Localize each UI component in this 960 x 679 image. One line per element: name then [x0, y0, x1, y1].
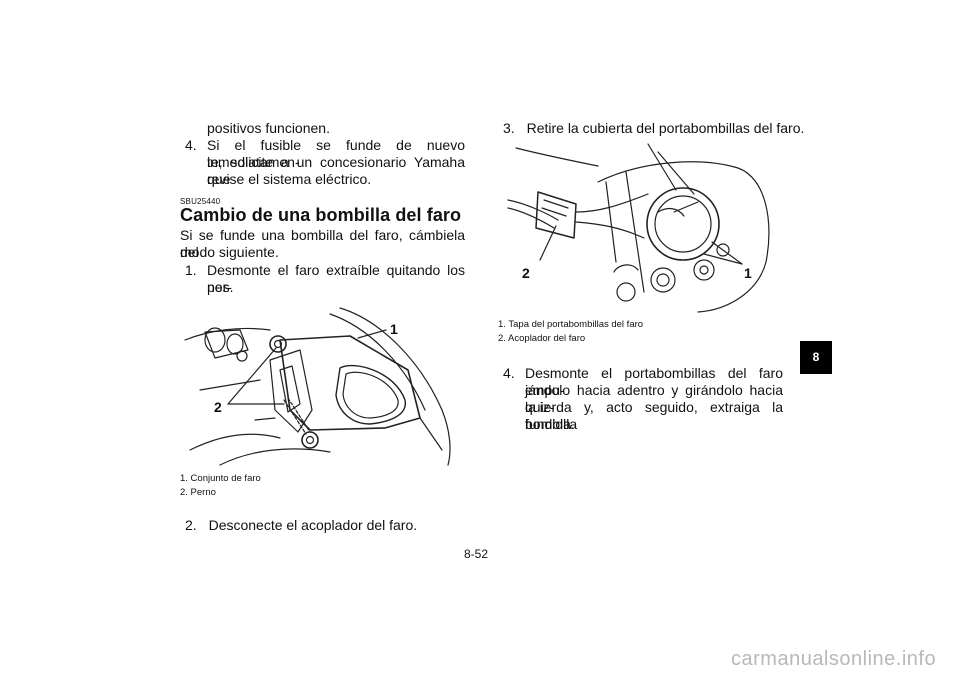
step-3: 3. Retire la cubierta del portabombillas…	[503, 120, 804, 137]
intro-line: modo siguiente.	[180, 244, 279, 260]
step-text-line: jándolo hacia adentro y girándolo hacia …	[525, 382, 783, 415]
figure-1-caption-line-1: 1. Conjunto de faro	[180, 473, 261, 484]
step-text: Desconecte el acoplador del faro.	[208, 517, 418, 533]
callout-2: 2	[214, 399, 222, 415]
figure-2-caption-line-1: 1. Tapa del portabombillas del faro	[498, 319, 644, 330]
step-number: 1.	[185, 262, 197, 278]
figure-2-caption-line-2: 2. Acoplador del faro	[498, 333, 586, 344]
step-text-line: te, solicite a un concesionario Yamaha q…	[207, 154, 465, 187]
step-number: 3.	[503, 120, 515, 136]
continuation-text: positivos funcionen.	[207, 120, 330, 136]
callout-1: 1	[390, 321, 398, 337]
step-text-line: revise el sistema eléctrico.	[207, 171, 372, 187]
step-number: 4.	[185, 137, 197, 153]
callout-2: 2	[522, 265, 530, 281]
headlight-assembly-illustration: 1 2	[184, 307, 451, 466]
step-number: 4.	[503, 365, 515, 381]
figure-1-caption-line-2: 2. Perno	[180, 487, 216, 498]
step-4-right: 4. Desmonte el portabombillas del faro e…	[503, 365, 783, 437]
step-text-line: Desmonte el faro extraíble quitando los …	[207, 262, 465, 295]
callout-1: 1	[744, 265, 752, 281]
section-code: SBU25440	[180, 197, 221, 206]
step-2: 2. Desconecte el acoplador del faro.	[185, 517, 417, 534]
page-number: 8-52	[464, 547, 489, 561]
step-number: 2.	[185, 517, 197, 533]
step-text-line: fundida.	[525, 416, 575, 432]
chapter-tab: 8	[800, 341, 832, 374]
intro-line: Si se funde una bombilla del faro, cámbi…	[180, 227, 465, 260]
step-text-line: quierda y, acto seguido, extraiga la bom…	[525, 399, 783, 432]
step-4-left: 4. Si el fusible se funde de nuevo inmed…	[185, 137, 465, 191]
watermark: carmanualsonline.info	[731, 648, 937, 670]
step-text-line: Desmonte el portabombillas del faro empu…	[525, 365, 783, 398]
step-text: Retire la cubierta del portabombillas de…	[526, 120, 805, 136]
bulb-holder-cover-illustration: 2 1	[507, 143, 770, 313]
step-1: 1. Desmonte el faro extraíble quitando l…	[185, 262, 465, 298]
step-text-line: nos.	[207, 279, 234, 295]
section-title: Cambio de una bombilla del faro	[180, 205, 462, 225]
step-text-line: Si el fusible se funde de nuevo inmediat…	[207, 137, 465, 170]
